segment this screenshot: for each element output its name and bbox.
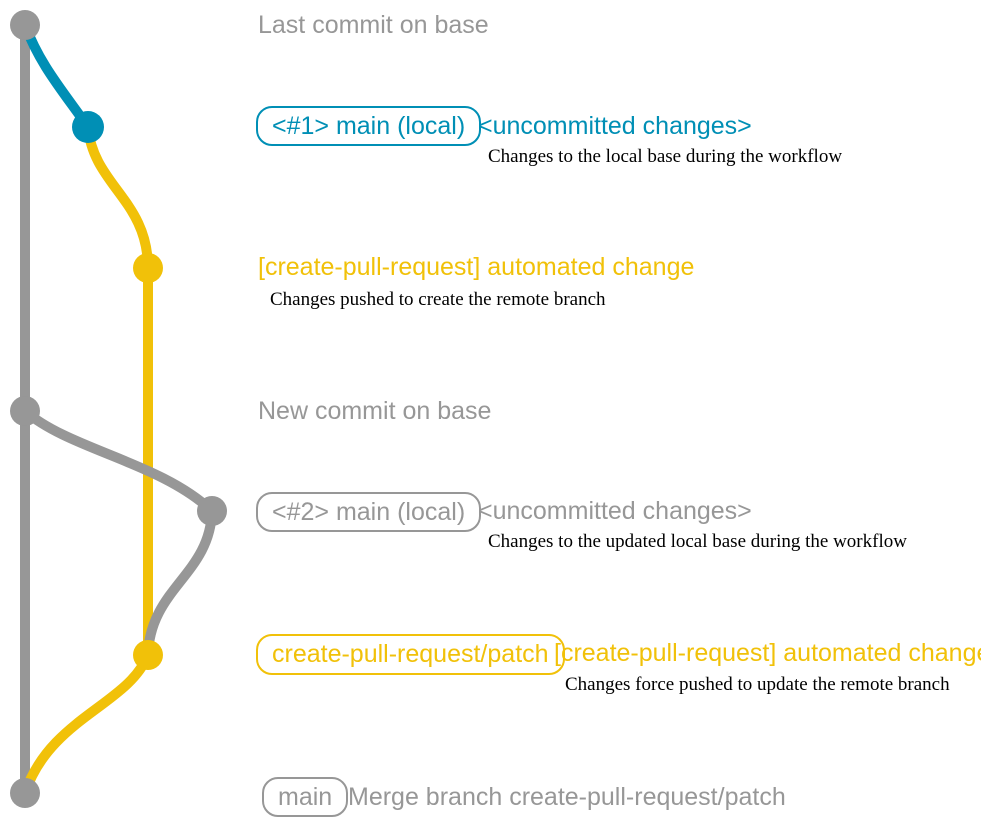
description-automated-1: Changes pushed to create the remote bran… bbox=[270, 289, 606, 310]
patch-branch-curve bbox=[83, 122, 153, 273]
label-new-commit-on-base: New commit on base bbox=[258, 397, 492, 425]
commit-dot-main-local-1 bbox=[72, 111, 104, 143]
commit-dot-last-base bbox=[10, 10, 40, 40]
message-uncommitted-2: <uncommitted changes> bbox=[478, 497, 752, 525]
label-last-commit-on-base: Last commit on base bbox=[258, 11, 489, 39]
badge-main-local-2: <#2> main (local) bbox=[256, 492, 482, 532]
message-automated-1: [create-pull-request] automated change bbox=[258, 253, 695, 281]
message-merge: Merge branch create-pull-request/patch bbox=[348, 783, 786, 811]
rebase-out-curve bbox=[20, 406, 217, 516]
commit-dot-automated-2 bbox=[133, 640, 163, 670]
description-uncommitted-2: Changes to the updated local base during… bbox=[488, 531, 907, 552]
badge-create-pull-request-patch: create-pull-request/patch bbox=[256, 634, 565, 675]
message-uncommitted-1: <uncommitted changes> bbox=[478, 112, 752, 140]
rebase-back-curve bbox=[143, 506, 217, 660]
message-automated-2: [create-pull-request] automated change bbox=[554, 639, 981, 667]
commit-dot-main-local-2 bbox=[197, 496, 227, 526]
badge-main: main bbox=[262, 777, 349, 817]
commit-dot-merge bbox=[10, 778, 40, 808]
patch-merge-curve bbox=[20, 650, 153, 798]
commit-dot-new-base bbox=[10, 396, 40, 426]
badge-main-local-1: <#1> main (local) bbox=[256, 106, 482, 146]
commit-dot-automated-1 bbox=[133, 253, 163, 283]
description-automated-2: Changes force pushed to update the remot… bbox=[565, 674, 950, 695]
description-uncommitted-1: Changes to the local base during the wor… bbox=[488, 146, 843, 167]
main-local-branch-line bbox=[20, 20, 93, 132]
